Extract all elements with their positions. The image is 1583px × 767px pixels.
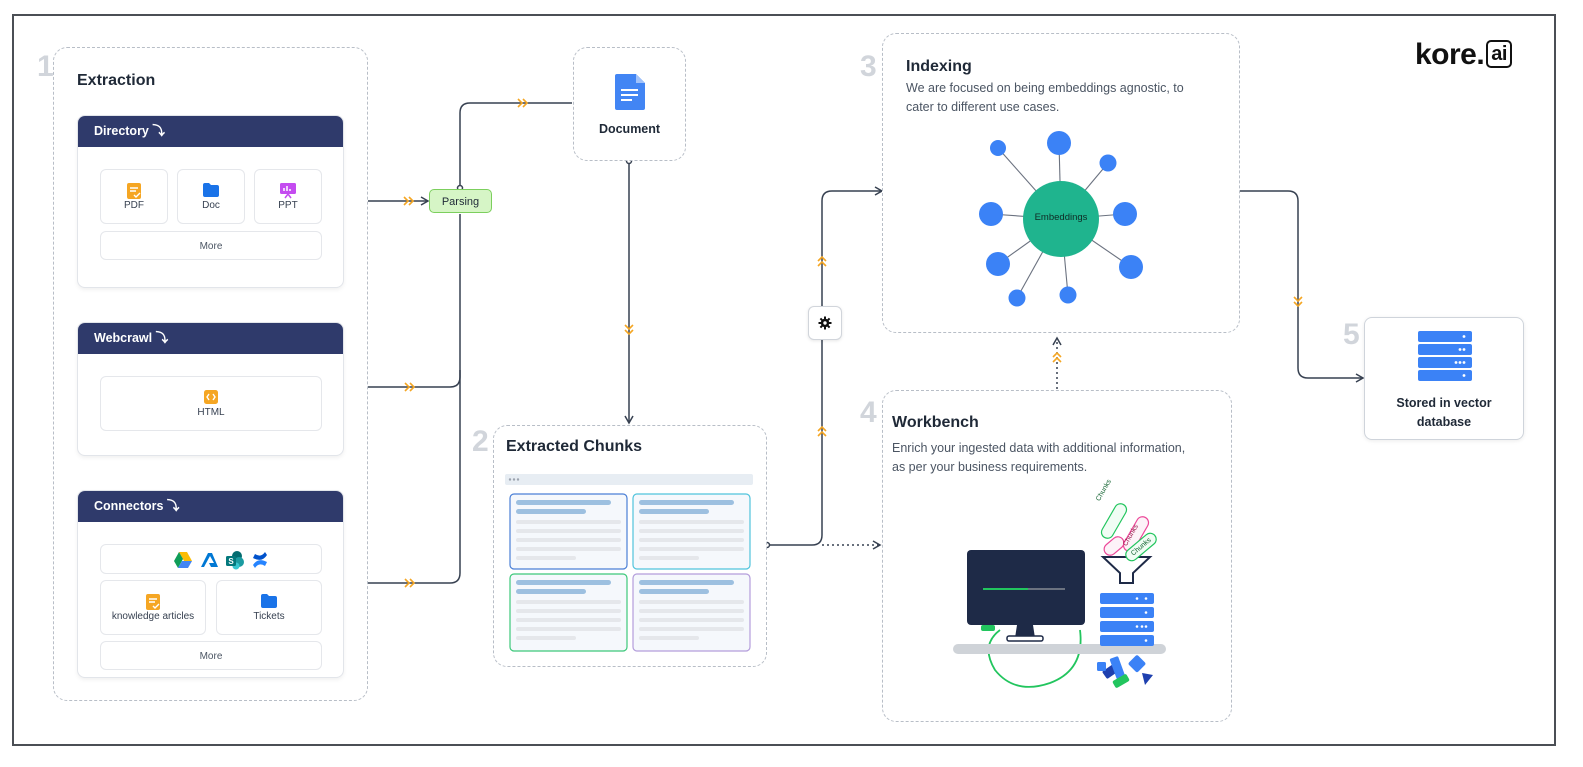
document-icon — [615, 74, 645, 110]
embedding-node — [990, 140, 1006, 156]
step-number-2: 2 — [472, 425, 489, 458]
presentation-icon — [280, 183, 296, 199]
knowledge-article-icon — [146, 594, 160, 610]
gear-icon — [818, 316, 832, 330]
document-label: Document — [598, 122, 661, 136]
embedding-node — [986, 252, 1010, 276]
webcrawl-card: Webcrawl ⤵ HTML — [77, 322, 344, 456]
database-server-icon — [1418, 331, 1472, 381]
tickets-tile[interactable]: Tickets — [216, 580, 322, 635]
connectors-to-trunk-line — [344, 370, 461, 584]
falling-shapes — [1097, 655, 1153, 688]
document-box[interactable]: Document — [573, 47, 686, 161]
tickets-label: Tickets — [253, 611, 285, 622]
pdf-icon — [127, 183, 141, 199]
workbench-description: Enrich your ingested data with additiona… — [892, 439, 1185, 477]
funnel-icon — [1100, 556, 1153, 584]
workbench-title: Workbench — [892, 414, 979, 431]
workbench-description-line-1: Enrich your ingested data with additiona… — [892, 441, 1186, 455]
ppt-tile[interactable]: PPT — [254, 169, 322, 224]
doc-label: Doc — [202, 200, 220, 211]
pdf-tile[interactable]: PDF — [100, 169, 168, 224]
html-tile[interactable]: HTML — [100, 376, 322, 431]
chunk-card-green — [509, 573, 628, 652]
workbench-illustration — [953, 503, 1166, 688]
parsing-to-document-line — [459, 102, 572, 189]
sharepoint-icon[interactable]: S — [225, 550, 245, 570]
workbench-description-line-2: as per your business requirements. — [892, 460, 1088, 474]
vector-database-box[interactable]: Stored in vector database — [1364, 317, 1524, 440]
ppt-label: PPT — [278, 200, 298, 211]
vector-database-label-line-2: database — [1416, 415, 1472, 429]
indexing-to-storage-line — [1240, 190, 1365, 383]
indexing-description: We are focused on being embeddings agnos… — [906, 79, 1184, 117]
logo-ai-box: ai — [1486, 40, 1512, 68]
connectors-more-button[interactable]: More — [100, 641, 322, 670]
vector-database-label: Stored in vector database — [1365, 394, 1523, 432]
embeddings-hub-label: Embeddings — [1034, 212, 1088, 223]
embedding-node — [979, 202, 1003, 226]
step-number-3: 3 — [860, 50, 877, 83]
embedding-node — [1099, 154, 1117, 172]
chunk-card-cyan — [632, 493, 751, 570]
connector-apps-row: S — [100, 544, 322, 574]
embedding-node — [1059, 286, 1077, 304]
folder-icon — [203, 183, 219, 197]
step-number-4: 4 — [860, 396, 877, 429]
chunk-card-purple — [632, 573, 751, 652]
directory-more-button[interactable]: More — [100, 231, 322, 260]
webcrawl-card-title: Webcrawl ⤵ — [78, 323, 343, 354]
svg-text:S: S — [228, 557, 234, 566]
indexing-description-line-1: We are focused on being embeddings agnos… — [906, 81, 1184, 95]
google-drive-icon[interactable] — [173, 551, 193, 569]
step-number-1: 1 — [37, 50, 54, 83]
desk — [953, 644, 1166, 654]
embedding-node — [1119, 255, 1143, 279]
directory-card-title: Directory ⤵ — [78, 116, 343, 147]
server-stack-icon — [1100, 593, 1154, 646]
diagram-frame — [12, 14, 1556, 746]
step-number-5: 5 — [1343, 318, 1360, 351]
html-icon — [204, 390, 218, 404]
chunk-card-blue — [509, 493, 628, 570]
knowledge-articles-tile[interactable]: knowledge articles — [100, 580, 206, 635]
azure-icon[interactable] — [201, 552, 219, 568]
indexing-description-line-2: cater to different use cases. — [906, 100, 1060, 114]
html-label: HTML — [197, 407, 225, 418]
flow-chevrons — [403, 98, 1303, 588]
chunk-tags — [1100, 503, 1157, 562]
chunks-grid-illustration — [505, 474, 753, 652]
tickets-folder-icon — [261, 594, 277, 608]
embedding-node — [1008, 289, 1026, 307]
chunks-to-indexing-line — [767, 186, 884, 546]
parsing-step[interactable]: Parsing — [429, 189, 492, 213]
doc-tile[interactable]: Doc — [177, 169, 245, 224]
extraction-title: Extraction — [77, 72, 156, 89]
embedding-node — [1047, 131, 1071, 155]
pdf-label: PDF — [124, 200, 144, 211]
directory-card: Directory ⤵ PDF Doc PPT More — [77, 115, 344, 288]
extracted-chunks-title: Extracted Chunks — [506, 438, 643, 455]
embeddings-graph — [979, 131, 1143, 307]
confluence-icon[interactable] — [251, 551, 269, 569]
embeddings-hub — [1023, 181, 1099, 257]
knowledge-articles-label: knowledge articles — [111, 611, 195, 622]
connectors-card: Connectors ⤵ S knowledge articles Ticket… — [77, 490, 344, 678]
settings-button[interactable] — [808, 306, 842, 340]
connectors-card-title: Connectors ⤵ — [78, 491, 343, 522]
embedding-node — [1113, 202, 1137, 226]
indexing-title: Indexing — [906, 58, 972, 75]
vector-database-label-line-1: Stored in vector — [1396, 396, 1492, 410]
kore-ai-logo: kore.ai — [1415, 38, 1512, 72]
monitor-screen — [967, 550, 1085, 625]
